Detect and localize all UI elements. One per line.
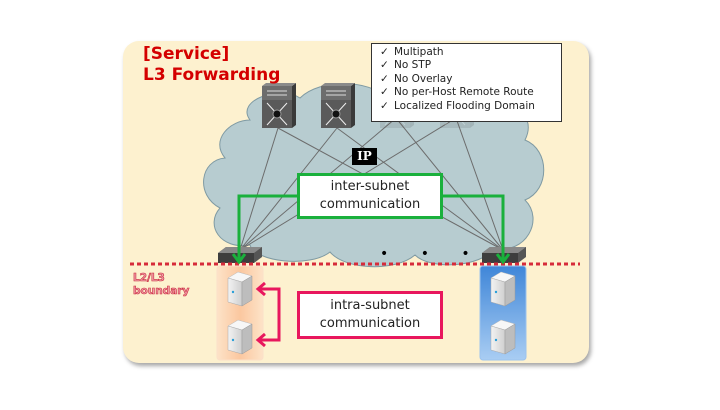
checklist-item-label: No STP [394,59,432,72]
server [227,271,253,307]
checklist-item-label: Localized Flooding Domain [394,99,535,112]
fabric-link [455,117,504,251]
spine-switch [321,83,355,128]
intra-subnet-line-1: intra-subnet [330,298,410,313]
intra-subnet-line-2: communication [319,316,421,331]
check-icon: ✓ [380,86,389,99]
check-icon: ✓ [380,59,389,72]
server [227,319,253,355]
page-title: [Service] L3 Forwarding [143,44,280,86]
boundary-label-line-1: L2/L3 [133,272,165,285]
fabric-link [239,127,338,251]
intra-subnet-label: intra-subnet communication [297,291,443,339]
checklist-item: ✓ Multipath [380,46,561,59]
spine-switch [262,83,296,128]
inter-subnet-line-1: inter-subnet [330,179,410,194]
inter-subnet-line-2: communication [319,197,421,212]
inter-subnet-label: inter-subnet communication [297,173,443,219]
checklist-item-label: Multipath [394,46,444,58]
checklist-item-label: No per-Host Remote Route [394,86,534,99]
feature-checklist: ✓ Multipath ✓ No STP ✓ No Overlay ✓ No per-H… [371,43,562,122]
boundary-label: L2/L3 boundary [133,272,190,298]
check-icon: ✓ [380,46,389,58]
server [490,271,516,307]
checklist-item-label: No Overlay [394,72,453,85]
checklist-item: ✓ Localized Flooding Domain [380,100,561,113]
fabric-link [239,127,279,251]
server [490,319,516,355]
intra-subnet-arrow [255,281,281,348]
inter-subnet-arrow [231,194,511,265]
checklist-item: ✓ No per-Host Remote Route [380,86,561,99]
check-icon: ✓ [380,99,389,112]
check-icon: ✓ [380,72,389,85]
checklist-item: ✓ No Overlay [380,73,561,86]
boundary-label-line-2: boundary [133,285,190,298]
ip-label: IP [352,148,377,165]
fabric-link [395,117,504,251]
checklist-item: ✓ No STP [380,59,561,72]
more-leaves-ellipsis: • • • [380,246,484,262]
title-line-1: [Service] [143,44,230,64]
title-line-2: L3 Forwarding [143,65,281,85]
